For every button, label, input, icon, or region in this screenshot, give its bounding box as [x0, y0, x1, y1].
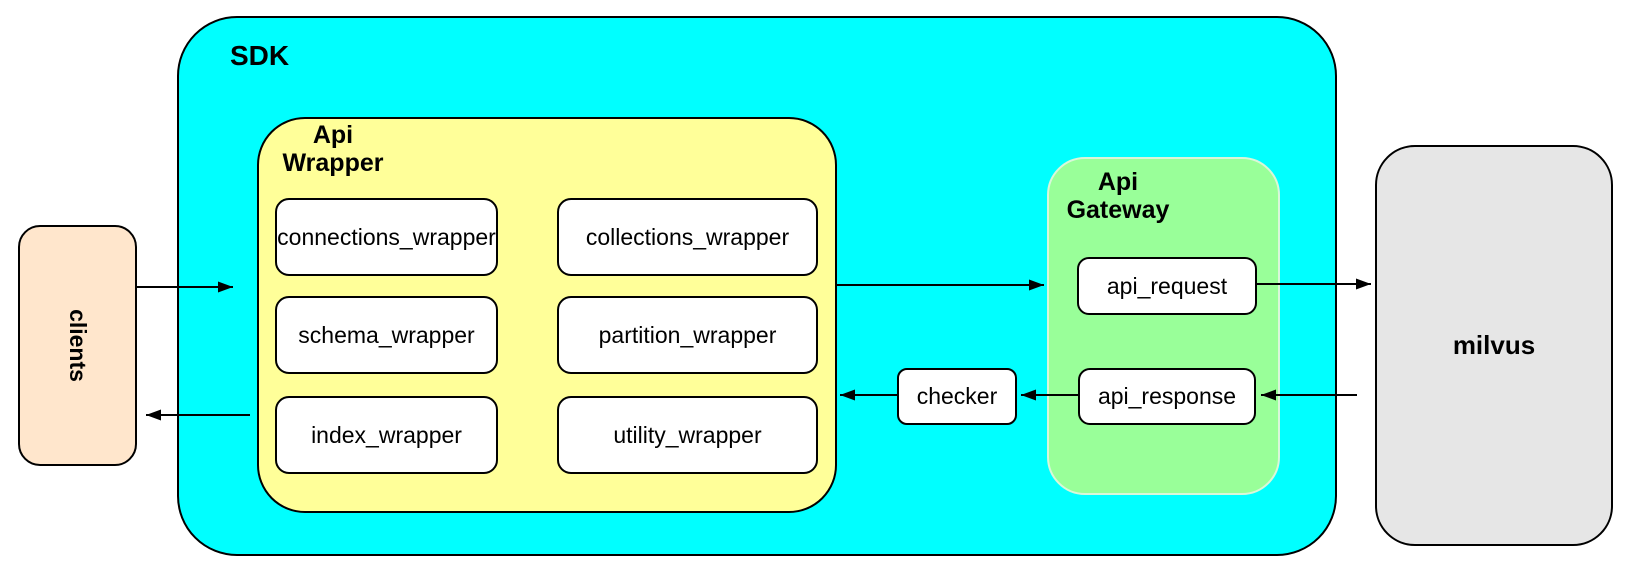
- api-gateway-label-line2: Gateway: [1066, 196, 1170, 224]
- api-request-node: api_request: [1077, 257, 1257, 315]
- module-index-wrapper: index_wrapper: [275, 396, 498, 474]
- module-index-wrapper-label: index_wrapper: [311, 421, 462, 448]
- checker-label: checker: [916, 383, 998, 409]
- milvus-label: milvus: [1452, 330, 1536, 360]
- api-wrapper-label: Api Wrapper: [260, 121, 406, 177]
- module-partition-wrapper-label: partition_wrapper: [598, 321, 777, 348]
- module-collections-wrapper-label: collections_wrapper: [585, 223, 790, 250]
- module-connections-wrapper: connections_wrapper: [275, 198, 498, 276]
- api-gateway-container: [1047, 157, 1280, 495]
- module-schema-wrapper: schema_wrapper: [275, 296, 498, 374]
- module-connections-wrapper-label: connections_wrapper: [277, 223, 496, 250]
- clients-node: clients: [18, 225, 137, 466]
- api-request-label: api_request: [1106, 272, 1228, 299]
- api-gateway-label-line1: Api: [1097, 168, 1139, 196]
- module-collections-wrapper: collections_wrapper: [557, 198, 818, 276]
- sdk-label: SDK: [230, 40, 290, 71]
- api-wrapper-label-line1: Api: [312, 121, 354, 149]
- api-wrapper-label-line2: Wrapper: [282, 149, 384, 177]
- milvus-node: milvus: [1375, 145, 1613, 546]
- module-partition-wrapper: partition_wrapper: [557, 296, 818, 374]
- api-response-label: api_response: [1097, 383, 1237, 409]
- checker-node: checker: [897, 368, 1017, 425]
- api-gateway-label: Api Gateway: [1057, 168, 1179, 224]
- module-utility-wrapper: utility_wrapper: [557, 396, 818, 474]
- module-schema-wrapper-label: schema_wrapper: [298, 321, 475, 348]
- module-utility-wrapper-label: utility_wrapper: [613, 421, 762, 448]
- api-response-node: api_response: [1078, 368, 1256, 425]
- clients-label: clients: [65, 309, 91, 382]
